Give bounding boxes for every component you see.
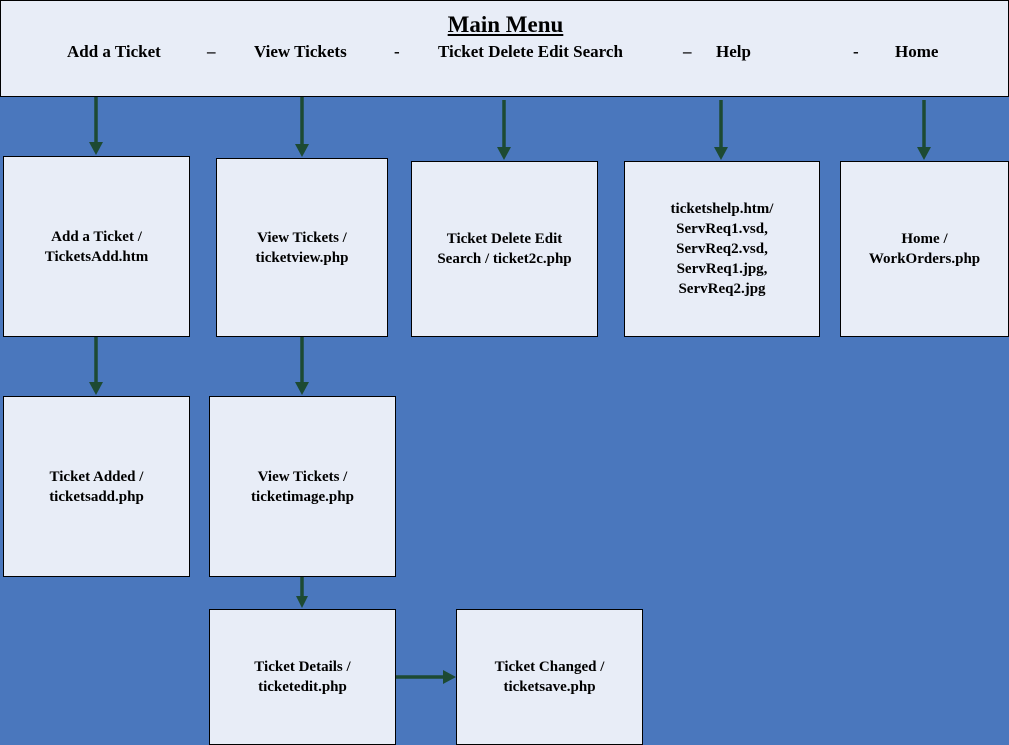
menu-item-view-tickets[interactable]: View Tickets (254, 42, 347, 61)
menu-separator: – (683, 42, 692, 61)
node-view-tickets: View Tickets / ticketview.php (216, 158, 388, 337)
node-label: Ticket Details / ticketedit.php (254, 659, 351, 695)
node-add-ticket: Add a Ticket / TicketsAdd.htm (3, 156, 190, 337)
menu-item-help[interactable]: Help (716, 42, 751, 61)
arrow-details-to-changed-head (443, 670, 456, 684)
arrow-menu-to-help-head (714, 147, 728, 160)
menu-separator: - (853, 42, 859, 61)
main-menu-header: Main Menu Add a Ticket – View Tickets - … (0, 0, 1009, 97)
arrow-add-ticket-to-ticket-added-head (89, 382, 103, 395)
node-label: View Tickets / ticketview.php (255, 229, 349, 266)
node-label: View Tickets / ticketimage.php (251, 468, 354, 505)
menu-separator: – (207, 42, 216, 61)
node-delete-edit-search: Ticket Delete Edit Search / ticket2c.php (411, 161, 598, 337)
arrow-view-tickets-to-image-head (295, 382, 309, 395)
node-home: Home / WorkOrders.php (840, 161, 1009, 337)
node-help: ticketshelp.htm/ ServReq1.vsd, ServReq2.… (624, 161, 820, 337)
node-ticket-details: Ticket Details / ticketedit.php (209, 609, 396, 745)
arrow-menu-to-view-tickets-head (295, 144, 309, 157)
node-label: Add a Ticket / TicketsAdd.htm (44, 228, 149, 265)
node-label: ticketshelp.htm/ ServReq1.vsd, ServReq2.… (670, 201, 774, 297)
node-view-tickets-image: View Tickets / ticketimage.php (209, 396, 396, 577)
node-ticket-added: Ticket Added / ticketsadd.php (3, 396, 190, 577)
menu-separator: - (394, 42, 400, 61)
node-label: Ticket Changed / ticketsave.php (494, 659, 605, 695)
node-label: Home / WorkOrders.php (868, 231, 981, 267)
arrow-menu-to-home-head (917, 147, 931, 160)
arrow-menu-to-add-ticket-head (89, 142, 103, 155)
menu-item-add-ticket[interactable]: Add a Ticket (67, 42, 161, 61)
arrow-menu-to-delete-edit-search-head (497, 147, 511, 160)
node-label: Ticket Delete Edit Search / ticket2c.php (437, 231, 572, 267)
main-menu-title: Main Menu (447, 12, 564, 37)
menu-item-delete-edit-search[interactable]: Ticket Delete Edit Search (438, 42, 623, 61)
menu-item-home[interactable]: Home (895, 42, 939, 61)
node-label: Ticket Added / ticketsadd.php (49, 468, 144, 505)
arrow-image-to-ticket-details-head (296, 596, 308, 608)
